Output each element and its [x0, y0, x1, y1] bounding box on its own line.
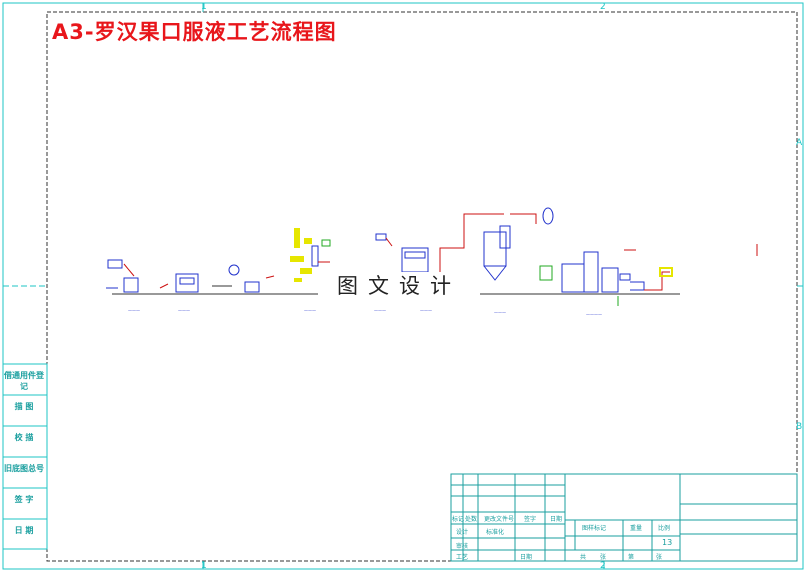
station-extraction: ——— — [290, 228, 331, 313]
title-block-grid — [450, 473, 798, 562]
ruler-bottom-1: 1 — [201, 561, 207, 571]
tb-standard: 标准化 — [486, 529, 505, 536]
ruler-bottom-2: 2 — [600, 561, 606, 571]
svg-text:———: ——— — [420, 308, 432, 313]
tb-count: 处数 — [465, 516, 478, 523]
drawing-border — [46, 11, 798, 562]
tb-sheet-no-suffix: 张 — [656, 554, 663, 561]
tb-mark: 标记 — [452, 516, 465, 523]
tb-sheet-no-prefix: 第 — [628, 554, 635, 561]
tb-sheet-total-suffix: 张 — [600, 554, 607, 561]
svg-text:———: ——— — [128, 308, 140, 313]
ruler-right-b: B — [796, 422, 803, 432]
side-cell-checking: 校 描 — [14, 433, 34, 442]
side-cell-tracing: 描 图 — [14, 402, 34, 411]
tb-weight-label: 重量 — [630, 525, 643, 532]
station-packaging — [617, 244, 758, 306]
svg-text:———: ——— — [494, 310, 506, 315]
tb-change-doc: 更改文件号 — [484, 516, 515, 523]
side-cell-date: 日 期 — [14, 526, 34, 535]
side-cell-signature: 签 字 — [14, 495, 34, 504]
station-filtration: ——— — [374, 233, 393, 313]
tb-scale-value: 13 — [662, 538, 673, 547]
station-filling-line: ———— — [539, 251, 645, 317]
svg-text:———: ——— — [374, 308, 386, 313]
svg-text:———: ——— — [178, 308, 190, 313]
pipe-run-a — [439, 213, 504, 272]
station-blending: ——— — [483, 207, 554, 315]
tb-sheet-total-prefix: 共 — [580, 554, 587, 561]
station-raw-material: ——— — [106, 259, 140, 313]
tb-scale-label: 比例 — [658, 525, 671, 532]
ruler-top-2: 2 — [600, 2, 606, 12]
tb-process: 工艺 — [456, 554, 469, 561]
tb-signature: 签字 — [524, 516, 537, 523]
process-flow: ——— ——— ——— — [106, 207, 758, 317]
tb-stage-label: 图样标记 — [582, 525, 607, 532]
watermark-text: 图文设计 — [318, 272, 480, 300]
pipe-run-b — [510, 213, 537, 224]
drawing-title: A3-罗汉果口服液工艺流程图 — [52, 20, 337, 44]
tb-process-date: 日期 — [520, 554, 533, 561]
side-panel — [2, 363, 48, 550]
ruler-top-1: 1 — [201, 2, 207, 12]
svg-text:———: ——— — [304, 308, 316, 313]
tb-review: 审核 — [456, 543, 469, 550]
ruler-ticks — [202, 3, 803, 569]
ruler-right-a: A — [796, 138, 803, 148]
side-cell-old-number: 旧底图总号 — [4, 464, 44, 473]
tb-design: 设计 — [456, 529, 469, 536]
tb-date: 日期 — [550, 516, 563, 523]
side-cell-register: 借通用件登记 — [4, 371, 44, 391]
svg-text:————: ———— — [586, 312, 602, 317]
station-washing: ——— — [159, 273, 199, 313]
station-crushing — [212, 264, 275, 293]
